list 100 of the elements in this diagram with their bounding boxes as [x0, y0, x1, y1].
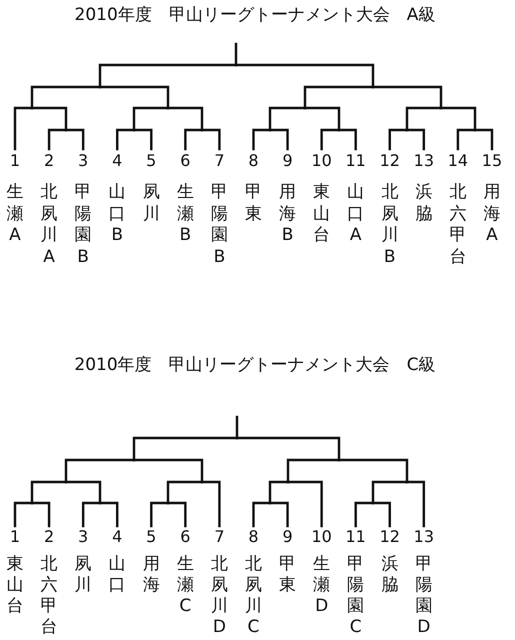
bracket-line: [14, 106, 34, 150]
team-name: 浜脇: [415, 182, 432, 225]
team-name: 北六甲台: [40, 554, 58, 638]
bracket-line: [166, 480, 204, 504]
bracket-line: [166, 502, 187, 528]
bracket-line: [98, 64, 238, 88]
team-name: 用海: [142, 554, 160, 596]
bracket-line: [372, 502, 391, 528]
team-name: 山口B: [108, 182, 126, 246]
bracket-line: [200, 480, 221, 528]
bracket-line: [388, 128, 408, 150]
team-name: 浜脇: [381, 554, 398, 596]
bracket-line: [474, 128, 494, 150]
bracket-line: [252, 128, 272, 150]
bracket-line: [132, 106, 170, 132]
bracket-line: [252, 502, 272, 528]
seed-number: 3: [78, 150, 88, 172]
team-name: 北夙川C: [244, 554, 262, 638]
seed-number: 4: [112, 150, 122, 172]
bracket-line: [64, 128, 84, 150]
bracket-line: [234, 42, 238, 66]
seed-number: 12: [380, 150, 400, 172]
bracket-line: [30, 502, 50, 528]
bracket-line: [132, 128, 152, 150]
team-name: 生瀬D: [313, 554, 330, 617]
team-name: 用海B: [279, 182, 296, 246]
team-name: 生瀬A: [6, 182, 24, 246]
bracket-line: [268, 106, 306, 132]
seed-number: 11: [346, 526, 366, 548]
team-name: 北夙川B: [381, 182, 398, 268]
seed-number: 8: [248, 150, 259, 172]
bracket-line: [30, 86, 102, 110]
seed-number: 12: [380, 526, 400, 548]
bracket-line: [64, 458, 136, 484]
bracket-line: [406, 106, 442, 132]
bracket-line: [236, 416, 238, 440]
seed-number: 2: [44, 150, 54, 172]
team-name: 甲陽園B: [74, 182, 92, 268]
team-name: 夙川: [74, 554, 92, 596]
team-name: 東山台: [6, 554, 24, 617]
bracket-line: [200, 128, 221, 150]
team-name: 北六甲台: [449, 182, 466, 268]
team-name: 用海A: [483, 182, 500, 246]
team-name: 山口: [108, 554, 126, 596]
seed-number: 15: [482, 150, 502, 172]
seed-number: 13: [414, 526, 434, 548]
team-name: 山口A: [347, 182, 364, 246]
seed-number: 14: [448, 150, 468, 172]
bracket-line: [132, 458, 204, 484]
seed-number: 7: [214, 150, 224, 172]
bracket-line: [338, 458, 408, 484]
team-name: 生瀬C: [176, 554, 194, 617]
seed-number: 1: [10, 526, 20, 548]
seed-number: 9: [282, 150, 293, 172]
bracket-line: [320, 128, 340, 150]
seed-number: 11: [346, 150, 366, 172]
seed-number: 10: [311, 526, 332, 548]
bracket-line: [166, 106, 204, 132]
bracket-line: [304, 86, 374, 110]
bracket-line: [82, 502, 102, 528]
bracket-line: [286, 480, 323, 528]
seed-number: 6: [180, 150, 190, 172]
bracket-line: [116, 128, 136, 150]
bracket-line: [304, 106, 340, 132]
bracket-line: [440, 106, 476, 132]
seed-number: 5: [146, 150, 156, 172]
bracket-line: [14, 502, 34, 528]
bracket-line: [354, 502, 374, 528]
seed-number: 9: [282, 526, 293, 548]
bracket-line: [30, 480, 68, 504]
team-name: 甲陽園C: [347, 554, 364, 638]
bracket-line: [98, 86, 170, 110]
bracket-line: [64, 480, 102, 504]
bracket-line: [406, 128, 426, 150]
bracket-line: [48, 128, 68, 150]
seed-number: 2: [44, 526, 54, 548]
bracket-title: 2010年度 甲山リーグトーナメント大会 A級: [74, 5, 436, 25]
bracket-line: [456, 128, 476, 150]
seed-number: 4: [112, 526, 122, 548]
team-name: 生瀬B: [176, 182, 194, 246]
seed-number: 5: [146, 526, 156, 548]
bracket-line: [132, 436, 238, 462]
bracket-line: [184, 128, 204, 150]
team-name: 北夙川A: [40, 182, 58, 268]
bracket-line: [98, 502, 118, 528]
team-name: 東山台: [313, 182, 330, 246]
bracket-line: [286, 458, 340, 484]
bracket-line: [268, 480, 290, 504]
bracket-line: [150, 502, 170, 528]
bracket-line: [338, 128, 357, 150]
seed-number: 13: [414, 150, 434, 172]
team-name: 夙川: [142, 182, 160, 225]
bracket-line: [372, 480, 408, 504]
seed-number: 1: [10, 150, 20, 172]
bracket-title: 2010年度 甲山リーグトーナメント大会 C級: [74, 355, 436, 375]
seed-number: 8: [248, 526, 259, 548]
team-name: 甲東: [279, 554, 296, 596]
bracket-line: [234, 64, 374, 88]
team-name: 甲陽園B: [210, 182, 228, 268]
bracket-line: [236, 436, 340, 462]
